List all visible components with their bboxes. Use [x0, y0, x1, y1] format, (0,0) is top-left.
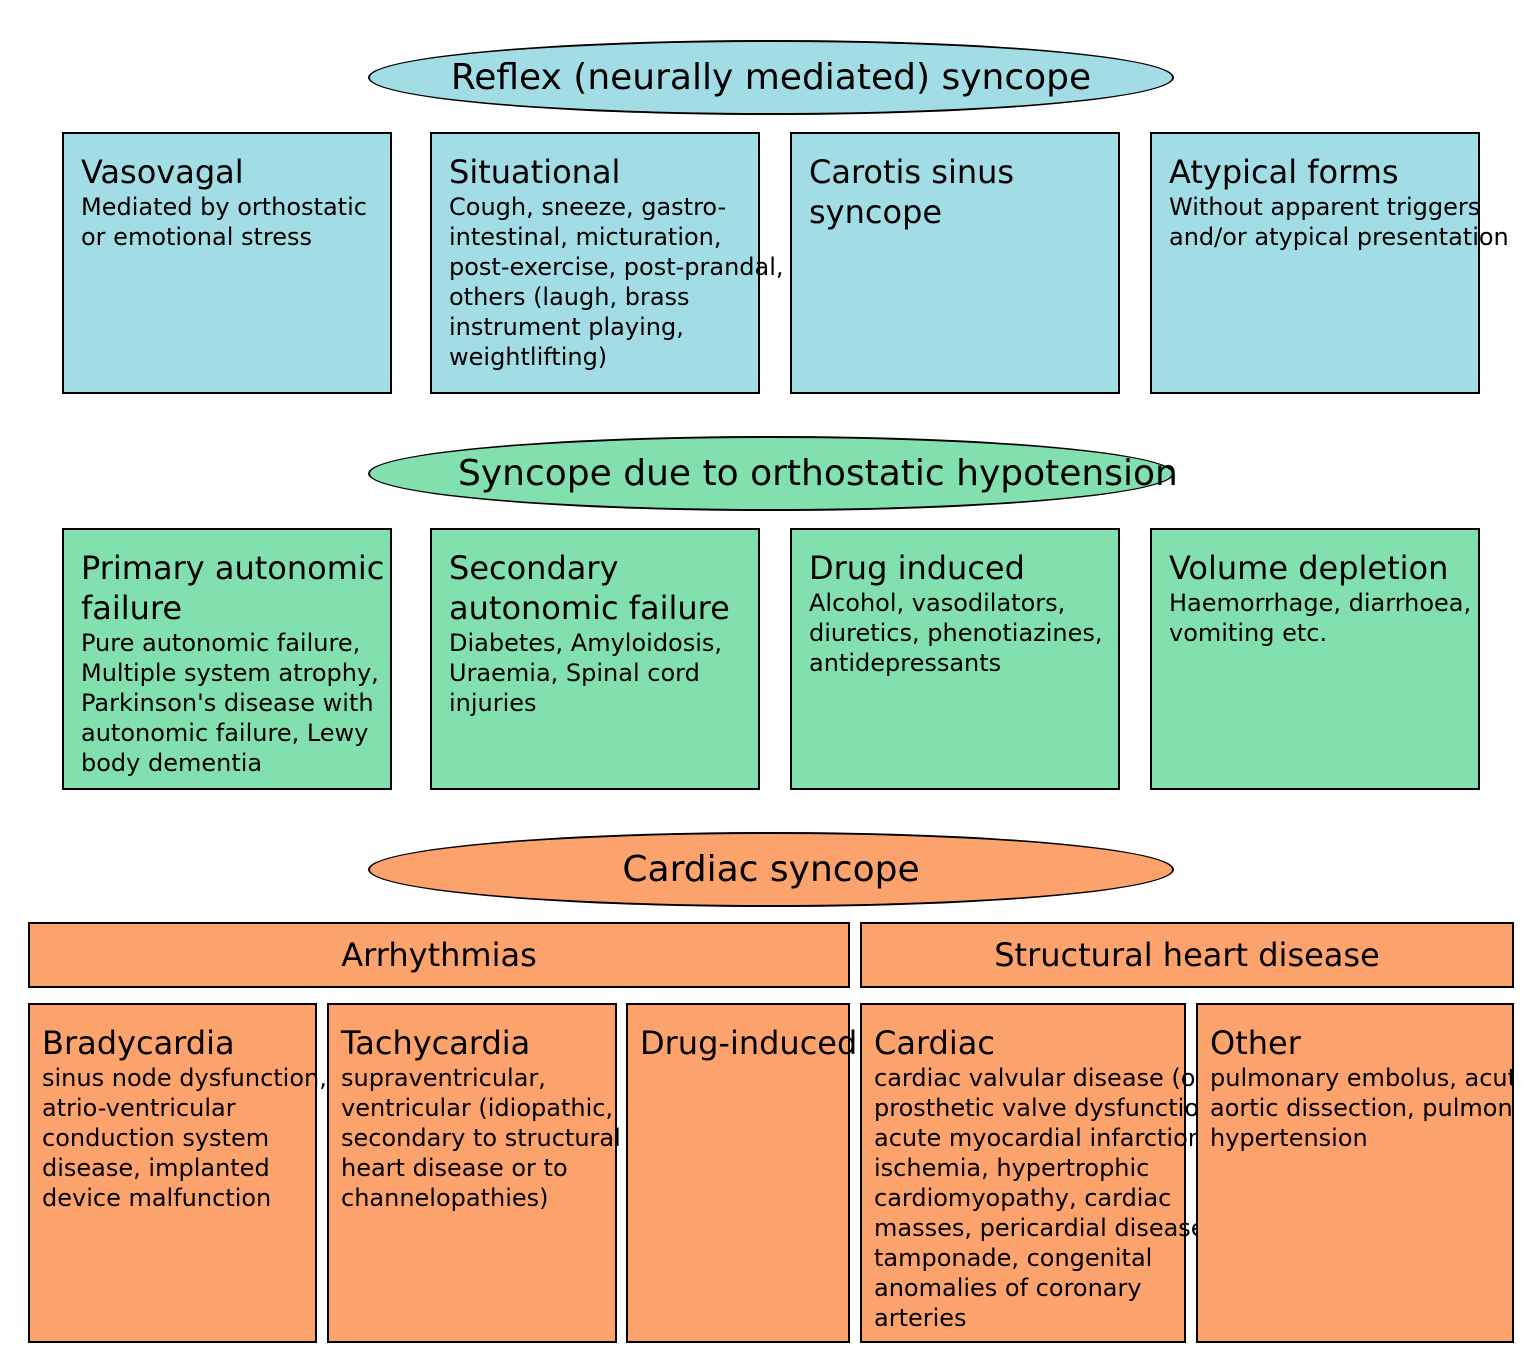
situational-box: Situational Cough, sneeze, gastro- intes… [430, 132, 784, 394]
box-line: conduction system [42, 1124, 270, 1152]
box-line: and/or atypical presentation [1169, 223, 1509, 251]
box-line: pulmonary embolus, acute [1210, 1064, 1514, 1092]
reflex-syncope-ellipse: Reflex (neurally mediated) syncope [368, 40, 1174, 115]
box-line: channelopathies) [341, 1184, 549, 1212]
box-title: Primary autonomic [81, 549, 385, 587]
box-title: Drug-induced [640, 1024, 858, 1062]
box-title: Drug induced [809, 549, 1025, 587]
box-line: Parkinson's disease with [81, 689, 374, 717]
box-line: Uraemia, Spinal cord [449, 659, 700, 687]
box-title: Other [1210, 1024, 1301, 1062]
box-line: ischemia, hypertrophic [874, 1154, 1150, 1182]
vasovagal-box: Vasovagal Mediated by orthostatic or emo… [62, 132, 392, 394]
orthostatic-syncope-ellipse: Syncope due to orthostatic hypotension [368, 436, 1178, 511]
box-line: cardiomyopathy, cardiac [874, 1184, 1172, 1212]
box-title: Situational [449, 153, 621, 191]
box-title: autonomic failure [449, 589, 730, 627]
box-line: Without apparent triggers [1169, 193, 1481, 221]
box-line: disease, implanted [42, 1154, 270, 1182]
cardiac-syncope-ellipse: Cardiac syncope [368, 832, 1174, 907]
box-line: aortic dissection, pulmonary [1210, 1094, 1513, 1122]
box-line: autonomic failure, Lewy [81, 719, 369, 747]
box-line: arteries [874, 1304, 967, 1332]
box-title: Vasovagal [81, 153, 244, 191]
primary-autonomic-failure-box: Primary autonomic failure Pure autonomic… [62, 528, 392, 790]
other-structural-box: Other pulmonary embolus, acute aortic di… [1196, 1003, 1514, 1343]
box-line: Alcohol, vasodilators, [809, 589, 1066, 617]
box-line: cardiac valvular disease (or [874, 1064, 1206, 1092]
box-title: Tachycardia [341, 1024, 531, 1062]
box-line: Haemorrhage, diarrhoea, [1169, 589, 1472, 617]
box-line: Multiple system atrophy, [81, 659, 379, 687]
box-line: body dementia [81, 749, 263, 777]
arrhythmias-header: Arrhythmias [28, 922, 850, 988]
box-title: Volume depletion [1169, 549, 1449, 587]
reflex-syncope-title: Reflex (neurally mediated) syncope [450, 56, 1092, 98]
box-line: masses, pericardial disease/ [874, 1214, 1214, 1242]
box-line: or emotional stress [81, 223, 313, 251]
box-line: intestinal, micturation, [449, 223, 722, 251]
box-line: instrument playing, [449, 313, 684, 341]
carotis-sinus-box: Carotis sinus syncope [790, 132, 1120, 394]
atypical-forms-box: Atypical forms Without apparent triggers… [1150, 132, 1509, 394]
orthostatic-syncope-title: Syncope due to orthostatic hypotension [458, 452, 1178, 494]
box-line: ventricular (idiopathic, [341, 1094, 614, 1122]
box-title: Cardiac [874, 1024, 995, 1062]
box-line: Diabetes, Amyloidosis, [449, 629, 723, 657]
box-line: Pure autonomic failure, [81, 629, 361, 657]
box-title: Atypical forms [1169, 153, 1399, 191]
box-line: injuries [449, 689, 537, 717]
secondary-autonomic-failure-box: Secondary autonomic failure Diabetes, Am… [430, 528, 760, 790]
box-title: Bradycardia [42, 1024, 235, 1062]
bradycardia-box: Bradycardia sinus node dysfunction, atri… [28, 1003, 327, 1343]
box-line: device malfunction [42, 1184, 272, 1212]
box-line: weightlifting) [449, 343, 608, 371]
structural-heart-disease-header: Structural heart disease [860, 922, 1514, 988]
header-label: Structural heart disease [994, 936, 1380, 974]
tachycardia-box: Tachycardia supraventricular, ventricula… [327, 1003, 621, 1343]
box-line: diuretics, phenotiazines, [809, 619, 1103, 647]
box-line: others (laugh, brass [449, 283, 690, 311]
box-line: heart disease or to [341, 1154, 568, 1182]
box-line: sinus node dysfunction, [42, 1064, 327, 1092]
box-line: acute myocardial infarction/ [874, 1124, 1212, 1152]
box-line: post-exercise, post-prandal, [449, 253, 784, 281]
box-title: Secondary [449, 549, 619, 587]
box-line: Cough, sneeze, gastro- [449, 193, 727, 221]
box-line: Mediated by orthostatic [81, 193, 367, 221]
box-line: anomalies of coronary [874, 1274, 1142, 1302]
box-line: antidepressants [809, 649, 1002, 677]
box-title: failure [81, 589, 183, 627]
volume-depletion-box: Volume depletion Haemorrhage, diarrhoea,… [1150, 528, 1480, 790]
box-line: atrio-ventricular [42, 1094, 236, 1122]
box-line: vomiting etc. [1169, 619, 1328, 647]
box-title: Carotis sinus [809, 153, 1015, 191]
box-line: tamponade, congenital [874, 1244, 1153, 1272]
box-line: secondary to structural [341, 1124, 621, 1152]
box-line: prosthetic valve dysfunction), [874, 1094, 1232, 1122]
box-title: syncope [809, 193, 943, 231]
drug-induced-arrhythmia-box: Drug-induced [626, 1003, 858, 1343]
cardiac-syncope-title: Cardiac syncope [622, 848, 920, 890]
header-label: Arrhythmias [341, 936, 537, 974]
drug-induced-box: Drug induced Alcohol, vasodilators, diur… [790, 528, 1120, 790]
cardiac-structural-box: Cardiac cardiac valvular disease (or pro… [860, 1003, 1232, 1343]
box-line: supraventricular, [341, 1064, 546, 1092]
box-line: hypertension [1210, 1124, 1368, 1152]
